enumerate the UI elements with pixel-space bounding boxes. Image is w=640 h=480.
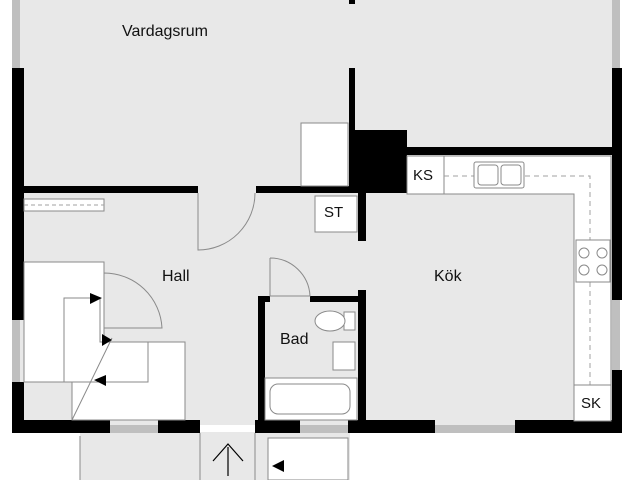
living-cabinet: [300, 122, 349, 187]
wall-right-lower: [612, 370, 622, 433]
fixture-label-ks: KS: [413, 167, 434, 184]
toilet-icon: [314, 310, 356, 332]
room-label-kitchen: Kök: [434, 268, 462, 285]
window-right-bottom: [612, 300, 620, 370]
window-right-top: [612, 0, 620, 68]
bathtub-icon: [264, 377, 358, 421]
wall-bath-left: [258, 296, 265, 423]
st-cabinet: [314, 195, 358, 233]
wall-right: [612, 68, 622, 300]
chimney: [355, 130, 407, 193]
stair-arrow-icon: [90, 293, 284, 472]
wall-st-right: [358, 193, 366, 241]
wall-living-hall-2: [256, 186, 354, 193]
window-bottom-3: [435, 425, 515, 433]
fixtures: [23, 122, 612, 480]
window-bench: [23, 198, 105, 212]
wall-left: [12, 68, 24, 320]
ks-cabinet: [406, 155, 445, 195]
wall-kitchen-left: [358, 290, 366, 423]
wall-bottom-5: [515, 420, 622, 433]
wall-bath-top-1: [258, 296, 270, 302]
wall-bottom-3: [255, 420, 300, 433]
sk-cabinet: [573, 384, 612, 422]
room-label-living: Vardagsrum: [122, 23, 208, 40]
wall-kitchen-top: [355, 147, 620, 155]
porch-steps: [267, 437, 349, 480]
wall-bottom-4: [348, 420, 435, 433]
wall-bottom-1: [12, 420, 110, 433]
walls: [12, 0, 622, 433]
windows: [12, 0, 620, 433]
wall-divider-top: [349, 0, 355, 4]
window-left-bottom: [12, 320, 20, 382]
window-bottom-2: [300, 425, 348, 433]
sink-icon: [473, 161, 525, 189]
kitchen-floor: [365, 150, 612, 425]
door-swing-icon: [103, 192, 311, 480]
window-bottom-1: [110, 425, 158, 433]
wall-living-hall-1: [20, 186, 198, 193]
wall-divider: [349, 68, 355, 193]
window-left-top: [12, 0, 20, 68]
stair-diagonal: [71, 337, 113, 421]
wall-bath-top-2: [310, 296, 366, 302]
room-label-hall: Hall: [162, 268, 190, 285]
wall-bottom-2: [158, 420, 200, 433]
fixture-label-sk: SK: [581, 395, 602, 412]
entrance-arrow-icon: [212, 443, 244, 476]
bath-sink: [332, 341, 356, 371]
fixture-label-st: ST: [324, 204, 344, 221]
room-label-bath: Bad: [280, 331, 309, 348]
stove-icon: [575, 239, 611, 283]
